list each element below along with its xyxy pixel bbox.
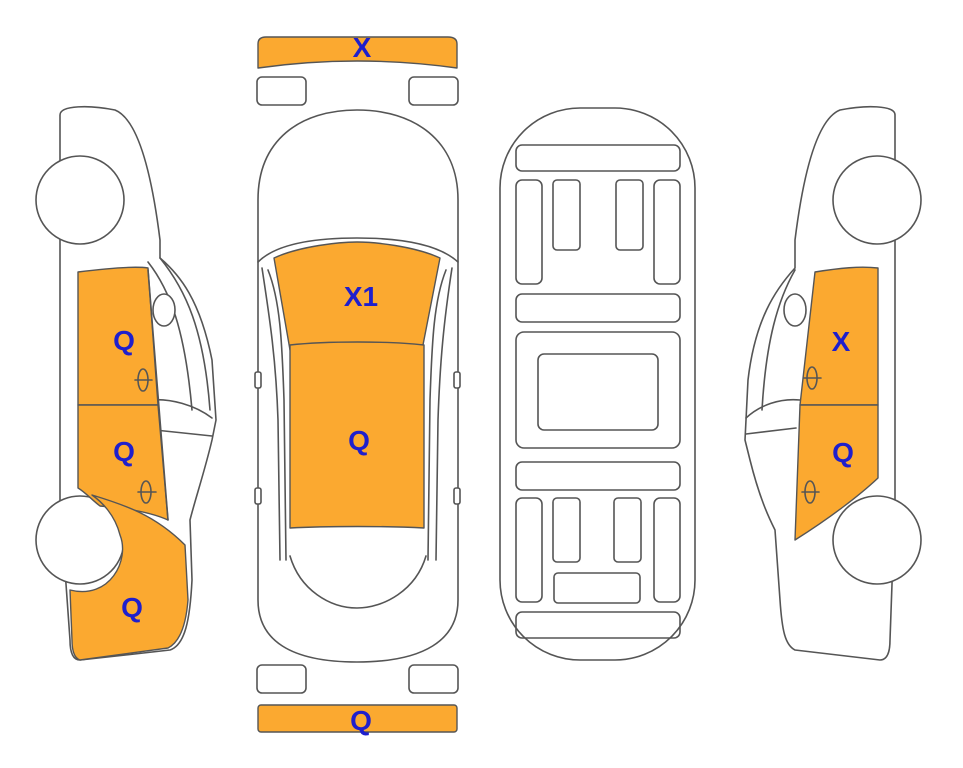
- left-front-wheel: [35, 155, 125, 245]
- floor-trunk-block: [553, 572, 641, 604]
- right-side-belt-line: [745, 398, 801, 419]
- right-pillar-line: [435, 267, 453, 561]
- rear-window-outline: [289, 555, 427, 609]
- car-top-view: [254, 109, 461, 663]
- roof-marker: Q: [348, 425, 370, 456]
- car-underbody-view: [499, 107, 696, 661]
- floor-front-block-left: [552, 179, 581, 251]
- left-side-door-seam: [147, 269, 169, 521]
- floor-front-rail-right: [653, 179, 681, 285]
- rear-bumper-marker: Q: [350, 705, 372, 736]
- damage-markers: X X1 Q Q Q Q Q X Q: [113, 32, 854, 736]
- right-side-mirror: [783, 293, 807, 327]
- right-side-line: [427, 269, 447, 561]
- left-rear-quarter-panel[interactable]: [69, 494, 189, 661]
- left-side-window-line: [147, 261, 193, 411]
- mirror-right: [453, 371, 461, 389]
- floor-rear-block-right: [613, 497, 642, 563]
- floor-rear-block-left: [552, 497, 581, 563]
- floor-mid-crossmember: [515, 293, 681, 323]
- right-side-belt-line-2: [745, 427, 797, 435]
- floor-center-frame: [515, 331, 681, 449]
- left-side-body-outline: [59, 105, 217, 661]
- floor-rear-crossmember: [515, 461, 681, 491]
- left-front-door-handle: [134, 368, 153, 392]
- mirror-left: [254, 371, 262, 389]
- right-rear-door-marker: Q: [832, 437, 854, 468]
- left-pillar-line: [261, 267, 281, 561]
- hood-marker: X1: [344, 281, 378, 312]
- left-side-mirror: [152, 293, 176, 327]
- left-side-window-line-2: [159, 257, 211, 411]
- mirror-right-rear: [453, 487, 461, 505]
- right-rear-wheel: [832, 495, 922, 585]
- right-rear-door-panel[interactable]: [794, 404, 879, 541]
- roof-panel[interactable]: [289, 341, 425, 529]
- headlight-left: [256, 76, 307, 106]
- underbody-outline: [499, 107, 696, 661]
- right-front-wheel: [832, 155, 922, 245]
- right-side-window-line: [761, 269, 796, 411]
- windshield-lines: [257, 237, 459, 263]
- front-bumper-marker: X: [353, 32, 372, 63]
- floor-rear-bar: [515, 611, 681, 639]
- car-top-body-outline: [257, 109, 459, 663]
- floor-center-panel: [537, 353, 659, 431]
- front-bumper-panel[interactable]: [257, 36, 458, 69]
- right-front-door-handle: [803, 366, 822, 390]
- floor-front-crossmember: [515, 144, 681, 172]
- left-side-line: [267, 269, 287, 561]
- floor-rear-rail-right: [653, 497, 681, 603]
- floor-front-block-right: [615, 179, 644, 251]
- right-side-body-outline: [744, 105, 896, 661]
- car-left-side-view: [35, 105, 217, 661]
- taillight-left: [256, 664, 307, 694]
- left-rear-quarter-marker: Q: [121, 592, 143, 623]
- rear-bumper-panel[interactable]: [257, 704, 458, 733]
- car-right-side-view: [744, 105, 922, 661]
- left-rear-door-handle: [137, 480, 157, 504]
- right-front-door-panel[interactable]: [799, 266, 879, 406]
- right-front-door-marker: X: [832, 326, 851, 357]
- left-front-door-marker: Q: [113, 325, 135, 356]
- left-rear-door-marker: Q: [113, 436, 135, 467]
- mirror-left-rear: [254, 487, 262, 505]
- right-rear-door-handle: [801, 480, 820, 504]
- left-side-belt-line-2: [154, 429, 213, 437]
- floor-front-rail-left: [515, 179, 543, 285]
- taillight-right: [408, 664, 459, 694]
- floor-rear-rail-left: [515, 497, 543, 603]
- headlight-right: [408, 76, 459, 106]
- rear-bumper-group: [256, 664, 459, 733]
- front-bumper-group: [256, 36, 459, 106]
